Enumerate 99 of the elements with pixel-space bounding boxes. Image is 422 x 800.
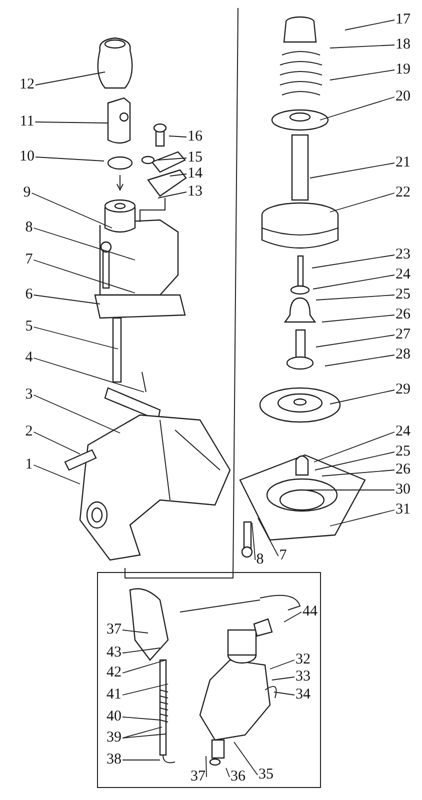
callout-number: 35 bbox=[258, 768, 274, 782]
leader-line bbox=[330, 70, 395, 80]
callout-number: 36 bbox=[230, 770, 246, 784]
leader-line bbox=[252, 522, 256, 560]
callout-number: 26 bbox=[394, 462, 412, 478]
callout-number: 13 bbox=[186, 184, 204, 200]
callout-number: 7 bbox=[278, 548, 288, 564]
callout-number: 16 bbox=[186, 130, 204, 144]
callout-number: 20 bbox=[394, 90, 412, 104]
callout-number: 6 bbox=[24, 288, 34, 302]
leader-line bbox=[33, 464, 80, 484]
callout-number: 30 bbox=[394, 482, 412, 498]
leader-line bbox=[122, 648, 160, 654]
leader-line bbox=[122, 726, 162, 738]
leader-line bbox=[33, 358, 144, 392]
callout-number: 42 bbox=[106, 666, 122, 680]
callout-number: 37 bbox=[106, 622, 122, 638]
leader-line bbox=[258, 518, 279, 556]
leader-line bbox=[122, 734, 166, 738]
leader-line bbox=[33, 432, 80, 454]
callout-number: 25 bbox=[394, 288, 412, 302]
callout-number: 27 bbox=[394, 328, 412, 342]
leader-line bbox=[322, 470, 395, 476]
leader-line bbox=[35, 72, 106, 86]
leader-line bbox=[206, 756, 207, 778]
callout-number: 21 bbox=[394, 156, 412, 170]
callout-number: 10 bbox=[18, 150, 36, 164]
callout-number: 38 bbox=[106, 752, 122, 768]
callout-number: 17 bbox=[394, 12, 412, 28]
callout-number: 5 bbox=[24, 320, 34, 334]
leader-line bbox=[316, 334, 395, 348]
leader-line bbox=[330, 390, 395, 404]
callout-number: 44 bbox=[302, 604, 318, 620]
leader-line bbox=[312, 274, 395, 290]
leader-line bbox=[324, 354, 395, 366]
callout-number: 12 bbox=[18, 78, 36, 92]
callout-number: 24 bbox=[394, 268, 412, 282]
leader-line bbox=[312, 254, 395, 268]
callout-number: 24 bbox=[394, 424, 412, 440]
leader-line bbox=[158, 158, 187, 160]
leader-line bbox=[330, 44, 395, 48]
leader-line bbox=[168, 136, 187, 138]
callout-number: 2 bbox=[24, 424, 34, 440]
leader-line bbox=[122, 716, 160, 720]
callout-number: 3 bbox=[24, 388, 34, 402]
callout-number: 25 bbox=[394, 444, 412, 460]
callout-number: 26 bbox=[394, 308, 412, 322]
callout-number: 39 bbox=[106, 730, 122, 746]
leader-line bbox=[31, 192, 112, 228]
leader-line bbox=[122, 684, 168, 696]
leader-line bbox=[33, 228, 136, 260]
leader-line bbox=[234, 742, 258, 776]
callout-number: 32 bbox=[294, 652, 312, 668]
callout-number: 37 bbox=[190, 770, 206, 784]
callout-number: 9 bbox=[22, 186, 32, 200]
callout-number: 33 bbox=[294, 670, 312, 684]
callout-number: 34 bbox=[294, 688, 312, 702]
callout-number: 8 bbox=[24, 220, 34, 236]
leader-line bbox=[33, 394, 120, 434]
callout-number: 40 bbox=[106, 710, 122, 724]
leader-line bbox=[35, 156, 104, 162]
leader-line bbox=[122, 630, 148, 634]
callout-number: 28 bbox=[394, 348, 412, 362]
leader-line bbox=[330, 192, 395, 212]
callout-number: 4 bbox=[24, 350, 34, 366]
callout-number: 11 bbox=[18, 114, 36, 130]
leader-line bbox=[158, 192, 187, 198]
leader-line bbox=[33, 294, 100, 304]
leader-line bbox=[284, 612, 302, 622]
leader-line bbox=[34, 122, 108, 124]
callout-number: 18 bbox=[394, 38, 412, 52]
callout-number: 41 bbox=[106, 688, 122, 702]
callout-number: 7 bbox=[24, 252, 34, 268]
leader-line bbox=[274, 692, 295, 696]
leader-line bbox=[33, 260, 136, 294]
callout-number: 8 bbox=[255, 552, 265, 568]
callout-number: 31 bbox=[394, 502, 412, 518]
leader-line bbox=[270, 660, 295, 670]
leader-line bbox=[33, 326, 118, 350]
leader-line bbox=[170, 174, 187, 176]
callout-number: 23 bbox=[394, 248, 412, 262]
callout-number: 29 bbox=[394, 382, 412, 398]
leader-line bbox=[322, 314, 395, 322]
leader-line bbox=[272, 676, 295, 680]
callout-number: 15 bbox=[186, 150, 204, 166]
callout-number: 22 bbox=[394, 186, 412, 200]
callout-number: 43 bbox=[106, 646, 122, 660]
callout-number: 14 bbox=[186, 166, 204, 182]
leader-line bbox=[226, 768, 230, 778]
leader-line bbox=[330, 510, 395, 526]
callout-number: 19 bbox=[394, 62, 412, 78]
callout-number: 1 bbox=[24, 458, 34, 472]
leader-line bbox=[344, 20, 395, 30]
leader-line bbox=[320, 96, 395, 120]
leader-line bbox=[310, 162, 395, 178]
leader-line bbox=[314, 452, 395, 470]
leader-line bbox=[122, 660, 166, 674]
leader-line bbox=[316, 294, 395, 300]
leader-line bbox=[314, 432, 395, 462]
